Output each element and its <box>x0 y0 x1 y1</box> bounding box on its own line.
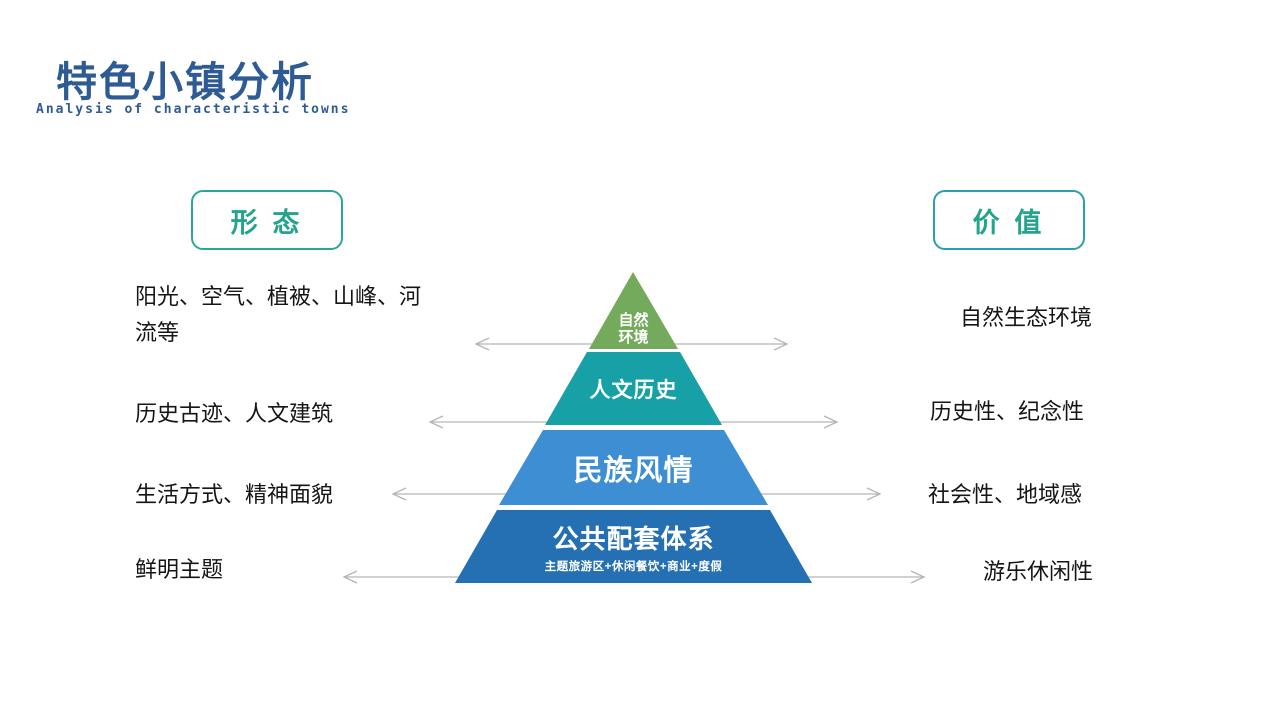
form-item-theme: 鲜明主题 <box>135 557 224 582</box>
pyramid-level-4-sublabel: 主题旅游区+休闲餐饮+商业+度假 <box>544 561 723 573</box>
value-item-social: 社会性、地域感 <box>928 482 1083 507</box>
pyramid-level-3-label: 民族风情 <box>573 454 694 487</box>
pyramid-level-4-label: 公共配套体系 <box>552 524 715 554</box>
page-title: 特色小镇分析 <box>56 59 314 105</box>
form-header-label: 形 态 <box>230 207 304 238</box>
form-item-nature: 阳光、空气、植被、山峰、河流等 <box>135 284 422 345</box>
pyramid-level-humanity-history: 人文历史 <box>545 352 722 425</box>
form-item-history: 历史古迹、人文建筑 <box>135 401 334 426</box>
pyramid-level-public-support: 公共配套体系 主题旅游区+休闲餐饮+商业+度假 <box>455 510 812 583</box>
pyramid-level-2-label: 人文历史 <box>589 378 678 402</box>
pyramid-diagram: 自然 环境 人文历史 民族风情 公共配套体系 主题旅游区+休闲餐饮+商业+度假 <box>455 272 812 583</box>
value-item-ecology: 自然生态环境 <box>960 305 1093 330</box>
value-header-box: 价 值 <box>933 190 1085 250</box>
pyramid-level-1-label: 自然 环境 <box>618 312 649 346</box>
pyramid-level-natural-environment: 自然 环境 <box>589 272 678 349</box>
value-item-memorial: 历史性、纪念性 <box>930 399 1085 424</box>
value-header-label: 价 值 <box>972 207 1046 238</box>
form-item-lifestyle: 生活方式、精神面貌 <box>135 482 334 507</box>
form-header-box: 形 态 <box>191 190 343 250</box>
pyramid-level-ethnic-customs: 民族风情 <box>499 430 768 505</box>
value-item-leisure: 游乐休闲性 <box>983 559 1094 584</box>
page-subtitle: Analysis of characteristic towns <box>36 102 351 117</box>
